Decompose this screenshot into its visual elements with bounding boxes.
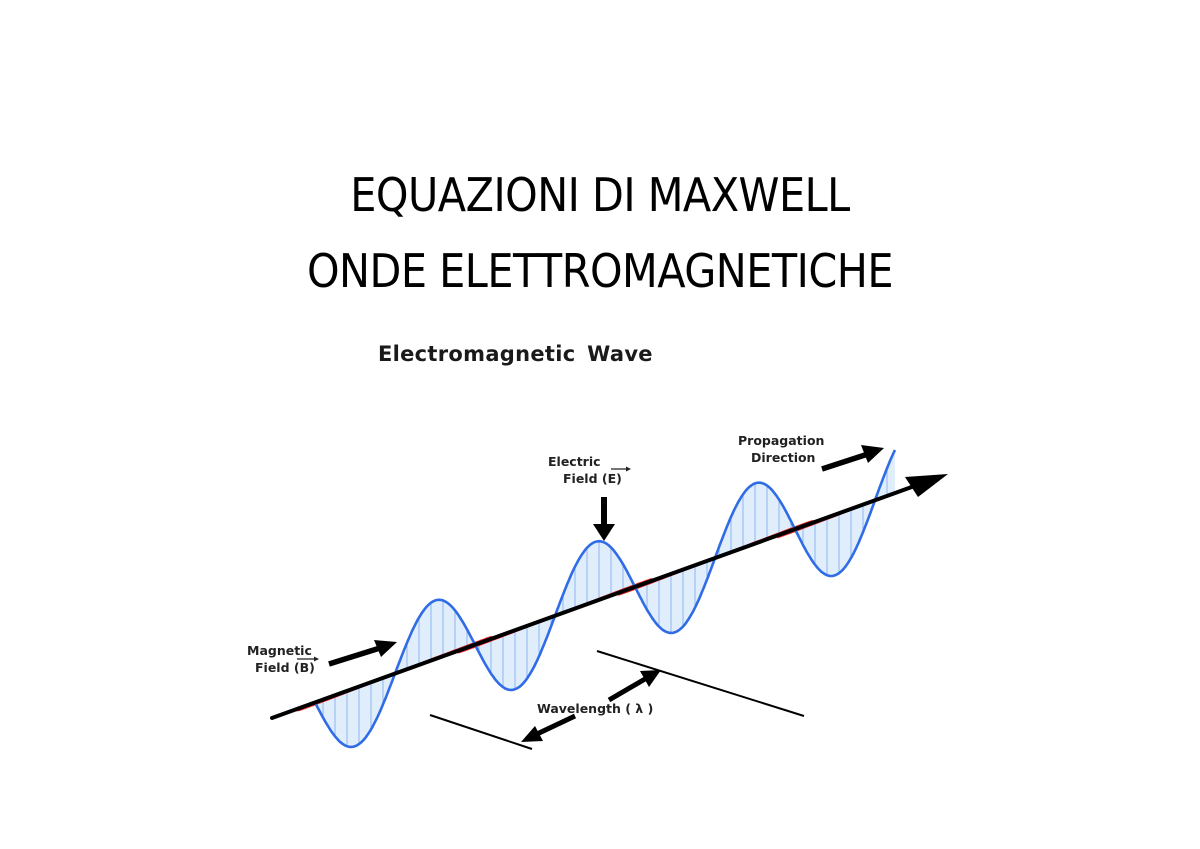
propagation-direction-arrowhead-icon xyxy=(861,445,884,463)
electric-field-label-line2: Field (E) xyxy=(563,471,622,486)
wavelength-label: Wavelength ( λ ) xyxy=(537,701,653,716)
magnetic-vector-arrow-icon xyxy=(314,656,319,662)
propagation-direction-arrow xyxy=(821,451,869,472)
wavelength-arrow-lower xyxy=(535,713,577,737)
magnetic-field-label-line2: Field (B) xyxy=(255,660,315,675)
wavelength-bracket-left xyxy=(429,714,533,750)
electric-field-arrowhead-icon xyxy=(593,524,615,541)
magnetic-field-arrowhead-icon xyxy=(374,640,397,657)
magnetic-field-pointer-arrow xyxy=(328,645,381,667)
wavelength-arrow-upper xyxy=(607,676,647,703)
propagation-axis xyxy=(270,482,922,720)
propagation-label-line2: Direction xyxy=(751,450,815,465)
wavelength-arrowhead-upper-icon xyxy=(640,670,661,687)
magnetic-field-label-line1: Magnetic xyxy=(247,643,312,658)
electric-field-label-line1: Electric xyxy=(548,454,601,469)
wavelength-bracket-right xyxy=(596,650,805,717)
electric-field-fill xyxy=(315,450,895,747)
slide-title-line-2: ONDE ELETTROMAGNETICHE xyxy=(306,244,894,298)
figure-title: Electromagnetic Wave xyxy=(378,342,653,366)
slide-title-line-1: EQUAZIONI DI MAXWELL xyxy=(350,168,850,222)
electric-vector-arrow-icon xyxy=(626,466,631,472)
wavelength-arrowhead-lower-icon xyxy=(521,726,543,742)
propagation-label-line1: Propagation xyxy=(738,433,824,448)
electric-field-curve xyxy=(313,449,897,749)
propagation-axis-arrowhead-icon xyxy=(905,474,948,497)
